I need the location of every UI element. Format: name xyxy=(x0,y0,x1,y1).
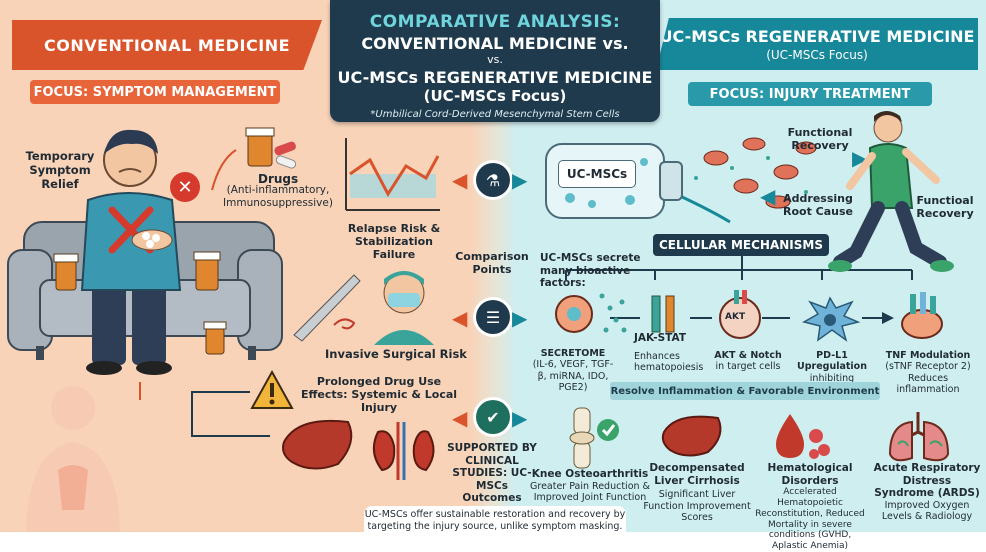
outcome-title: Hematological Disorders xyxy=(767,462,853,487)
drugs-label: Drugs xyxy=(258,172,299,186)
root-cause-label: Addressing Root Cause xyxy=(782,192,853,219)
arrow-from-runner: ◀ xyxy=(760,184,776,208)
mechanism-title: JAK-STAT xyxy=(634,332,686,344)
center-footnote: *Umbilical Cord-Derived Mesenchymal Stem… xyxy=(370,109,620,120)
functional-recovery-label-2: Functioal Recovery xyxy=(916,194,974,221)
warning-icon xyxy=(250,369,294,409)
mechanism-title: SECRETOME xyxy=(540,348,606,359)
center-title-line-3: vs. xyxy=(487,53,503,66)
center-title-line-2: CONVENTIONAL MEDICINE vs. xyxy=(361,34,629,53)
patient-on-couch-illustration xyxy=(7,129,283,375)
footer-note: UC-MSCs offer sustainable restoration an… xyxy=(364,506,626,532)
center-title-line-1: COMPARATIVE ANALYSIS: xyxy=(369,12,621,32)
center-title-box: COMPARATIVE ANALYSIS: CONVENTIONAL MEDIC… xyxy=(330,0,660,122)
stem-cells-swarm xyxy=(694,137,817,209)
mechanism-jak-stat: JAK-STAT Enhances hematopoiesis xyxy=(634,332,714,373)
mechanism-detail: (IL-6, VEGF, TGF-β, miRNA, IDO, PGE2) xyxy=(532,359,614,394)
secrete-intro-label: UC-MSCs secrete many bioactive factors: xyxy=(540,252,641,290)
outcome-detail: Greater Pain Reduction & Improved Joint … xyxy=(530,480,650,503)
outcome-detail: Significant Liver Function Improvement S… xyxy=(643,489,751,523)
knee-joint-icon xyxy=(569,407,619,469)
arrow-right-2: ▶ xyxy=(512,306,528,330)
comparison-points-label: Comparison Points xyxy=(455,250,529,277)
outcome-ards: Acute Respiratory Distress Syndrome (ARD… xyxy=(872,462,982,523)
mechanism-secretome: SECRETOME (IL-6, VEGF, TGF-β, miRNA, IDO… xyxy=(530,348,616,394)
outcome-title: Decompensated Liver Cirrhosis xyxy=(649,462,745,487)
liver-kidney-illustration xyxy=(282,419,435,480)
relapse-label: Relapse Risk & Stabilization Failure xyxy=(347,222,441,262)
right-title-banner: UC-MSCs REGENERATIVE MEDICINE (UC-MSCs F… xyxy=(656,18,978,70)
running-person-illustration xyxy=(828,111,954,272)
arrow-right-3: ▶ xyxy=(512,406,528,430)
list-icon: ☰ xyxy=(476,300,510,334)
arrow-left-2: ◀ xyxy=(452,306,468,330)
relapse-chart-icon xyxy=(345,138,440,211)
right-focus-pill: FOCUS: INJURY TREATMENT xyxy=(688,82,932,106)
checkmark-icon: ✔ xyxy=(476,400,510,434)
mechanism-title: AKT & Notch xyxy=(714,350,782,361)
human-body-silhouette xyxy=(26,386,120,532)
akt-notch-cell-icon xyxy=(719,290,761,339)
right-subtitle: (UC-MSCs Focus) xyxy=(766,47,868,62)
mechanism-title: PD-L1 Upregulation xyxy=(797,350,867,373)
microscope-icon: ⚗ xyxy=(476,163,510,197)
outcome-detail: Accelerated Hematopoietic Reconstitution… xyxy=(755,487,865,552)
akt-cell-label: AKT xyxy=(725,312,746,322)
drug-bottle-icon xyxy=(245,127,297,169)
mechanism-detail: in target cells xyxy=(715,361,781,373)
arrow-left-3: ◀ xyxy=(452,406,468,430)
vial-label: UC-MSCs xyxy=(558,160,636,188)
mechanism-detail: (sTNF Receptor 2) Reduces inflammation xyxy=(885,361,971,396)
functional-recovery-label-1: Functional Recovery xyxy=(787,126,853,153)
temporary-relief-label: Temporary Symptom Relief xyxy=(25,149,95,191)
connector-lines xyxy=(139,149,913,437)
pdl1-dendritic-cell-icon xyxy=(802,296,861,342)
drugs-detail: (Anti-inflammatory, Immunosuppressive) xyxy=(223,184,333,209)
mechanism-detail: Enhances hematopoiesis xyxy=(634,350,704,373)
arrow-right-1: ▶ xyxy=(512,168,528,192)
liver-icon xyxy=(661,415,722,457)
outcome-title: Knee Osteoarthritis xyxy=(531,468,649,480)
resolve-inflammation-bar: Resolve Inflammation & Favorable Environ… xyxy=(610,382,880,400)
arrow-left-1: ◀ xyxy=(452,168,468,192)
cellular-mechanisms-header: CELLULAR MECHANISMS xyxy=(653,234,829,256)
outcome-liver: Decompensated Liver Cirrhosis Significan… xyxy=(642,462,752,523)
outcome-title: Acute Respiratory Distress Syndrome (ARD… xyxy=(873,462,981,500)
outcome-detail: Improved Oxygen Levels & Radiology xyxy=(881,499,973,523)
surgery-illustration xyxy=(293,271,434,345)
prolonged-drug-label: Prolonged Drug Use Effects: Systemic & L… xyxy=(300,375,458,415)
center-title-line-4: UC-MSCs REGENERATIVE MEDICINE xyxy=(337,68,653,87)
red-x-icon: ✕ xyxy=(170,172,200,202)
lungs-icon xyxy=(888,412,950,462)
tnf-modulation-icon xyxy=(901,292,943,339)
surgical-risk-label: Invasive Surgical Risk xyxy=(325,347,467,361)
right-title: UC-MSCs REGENERATIVE MEDICINE xyxy=(659,26,975,46)
clinical-studies-label: SUPPORTED BY CLINICAL STUDIES: UC-MSCs O… xyxy=(447,442,537,505)
outcome-hematological: Hematological Disorders Accelerated Hema… xyxy=(750,462,870,552)
jak-stat-icon xyxy=(651,295,675,333)
blood-drop-icon xyxy=(776,414,830,459)
mechanism-tnf: TNF Modulation (sTNF Receptor 2) Reduces… xyxy=(880,350,976,396)
outcome-knee: Knee Osteoarthritis Greater Pain Reducti… xyxy=(530,468,650,503)
center-title-line-5: (UC-MSCs Focus) xyxy=(423,87,567,105)
left-title-banner: CONVENTIONAL MEDICINE xyxy=(12,20,322,70)
secretome-icon xyxy=(555,293,627,333)
mechanism-akt-notch: AKT & Notch in target cells xyxy=(710,350,786,373)
left-focus-pill: FOCUS: SYMPTOM MANAGEMENT xyxy=(30,80,280,104)
mechanism-title: TNF Modulation xyxy=(885,350,971,361)
